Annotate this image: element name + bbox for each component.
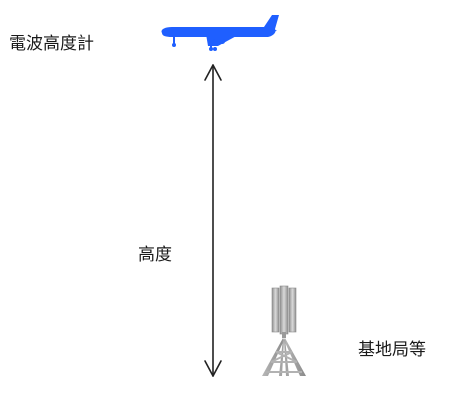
radio-altimeter-label: 電波高度計 xyxy=(9,34,94,54)
cell-tower-icon xyxy=(262,285,306,376)
altitude-arrow xyxy=(204,64,222,377)
airplane-icon xyxy=(161,15,279,51)
altitude-label: 高度 xyxy=(138,245,172,265)
base-station-label: 基地局等 xyxy=(358,340,426,360)
